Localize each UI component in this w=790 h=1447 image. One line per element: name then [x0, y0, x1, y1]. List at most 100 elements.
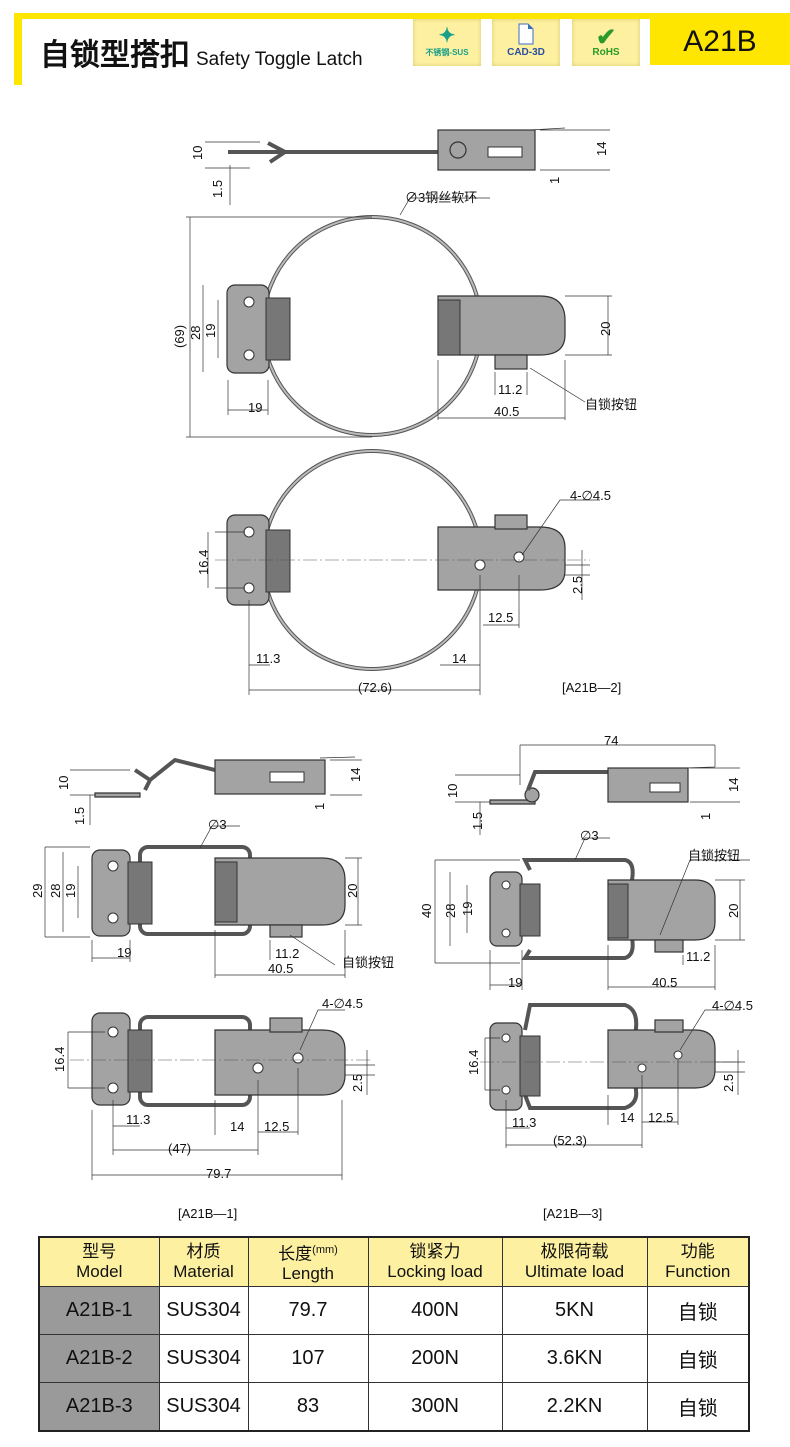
dim-label: 11.2 [275, 946, 299, 961]
title-cn: 自锁型搭扣 [40, 38, 190, 73]
self-lock-button-label: 自锁按钮 [342, 955, 394, 970]
badge-rohs: ✔RoHS [572, 19, 640, 66]
dim-label: 10 [56, 776, 71, 790]
title-en: Safety Toggle Latch [196, 49, 363, 70]
drawing-caption: [A21B—2] [562, 680, 621, 695]
dim-label: 14 [726, 778, 741, 792]
dim-label: (47) [168, 1141, 191, 1156]
dim-label: 1.5 [470, 812, 485, 830]
dim-label: 40.5 [494, 404, 519, 419]
dim-label: 20 [345, 884, 360, 898]
dim-label: (52.3) [553, 1133, 587, 1148]
cell-locking-load: 300N [367, 1382, 503, 1432]
badge-label: CAD-3D [507, 47, 545, 58]
technical-drawings: 10 1.5 14 1 ∅3钢丝软环 (69) 28 19 19 11.2 40… [30, 127, 753, 1221]
dim-label: 2.5 [570, 576, 585, 594]
dim-label: 16.4 [466, 1050, 481, 1075]
cell-function: 自锁 [646, 1382, 750, 1432]
dim-label: 4-∅4.5 [570, 488, 611, 503]
dim-label: 14 [620, 1110, 634, 1125]
dim-label: 16.4 [196, 550, 211, 575]
dim-label: 20 [726, 904, 741, 918]
dim-label: 4-∅4.5 [712, 998, 753, 1013]
dim-label: 40.5 [652, 975, 677, 990]
dim-label: 1 [312, 803, 327, 810]
sparkle-icon: ✦ [438, 25, 456, 47]
dim-label: 19 [203, 324, 218, 338]
cell-function: 自锁 [646, 1286, 750, 1335]
header-top-bar [14, 13, 790, 19]
cell-model: A21B-3 [38, 1382, 160, 1432]
a21b2-side-view: 10 1.5 14 1 [190, 127, 610, 205]
a21b1-side-view: 10 1.5 14 1 [56, 756, 363, 825]
dim-label: (69) [172, 325, 187, 348]
dim-label: 79.7 [206, 1166, 231, 1181]
dim-label: ∅3 [580, 828, 599, 843]
cell-material: SUS304 [158, 1382, 249, 1432]
dim-label: 12.5 [488, 610, 513, 625]
dim-label: 1 [698, 813, 713, 820]
a21b3-side-view: 74 10 1.5 14 1 [445, 733, 741, 835]
dim-label: 1 [547, 177, 562, 184]
dim-label: 10 [445, 784, 460, 798]
dim-label: 28 [443, 904, 458, 918]
dim-label: 19 [460, 902, 475, 916]
dim-label: ∅3 [208, 817, 227, 832]
dim-label: 11.2 [686, 949, 710, 964]
dim-label: 1.5 [210, 180, 225, 198]
dim-label: 40 [419, 904, 434, 918]
cell-material: SUS304 [158, 1286, 249, 1335]
a21b3-bottom-view: 16.4 4-∅4.5 2.5 11.3 14 12.5 (52.3) [A21… [466, 998, 753, 1221]
a21b3-top-view: ∅3 自锁按钮 40 28 19 20 19 11.2 40.5 [419, 828, 750, 990]
cell-ultimate-load: 3.6KN [501, 1334, 648, 1383]
dim-label: 19 [117, 945, 131, 960]
dim-label: 14 [230, 1119, 244, 1134]
page-title: 自锁型搭扣 Safety Toggle Latch [40, 30, 363, 74]
drawing-caption: [A21B—3] [543, 1206, 602, 1221]
wire-ring-label: ∅3钢丝软环 [405, 190, 477, 205]
dim-label: 40.5 [268, 961, 293, 976]
a21b2-bottom-view: 16.4 4-∅4.5 2.5 12.5 11.3 14 (72.6) [A21… [196, 449, 621, 695]
badge-stainless: ✦不锈钢-SUS [413, 19, 481, 66]
cell-locking-load: 400N [367, 1286, 503, 1335]
dim-label: 12.5 [648, 1110, 673, 1125]
dim-label: 11.3 [126, 1112, 150, 1127]
dim-label: 11.3 [256, 651, 280, 666]
dim-label: 11.2 [498, 382, 522, 397]
header-length: 长度(mm)Length [247, 1236, 369, 1287]
dim-label: 28 [48, 884, 63, 898]
badge-cad: CAD-3D [492, 19, 560, 66]
cell-length: 79.7 [247, 1286, 369, 1335]
a21b1-top-view: ∅3 29 28 19 20 19 11.2 40.5 自锁按钮 [30, 817, 394, 978]
drawing-caption: [A21B—1] [178, 1206, 237, 1221]
header-left-bar [14, 13, 22, 85]
dim-label: 10 [190, 146, 205, 160]
dim-label: 14 [594, 142, 609, 156]
cell-model: A21B-2 [38, 1334, 160, 1383]
dim-label: 19 [248, 400, 262, 415]
dim-label: 14 [452, 651, 466, 666]
dim-label: 19 [63, 884, 78, 898]
dim-label: 4-∅4.5 [322, 996, 363, 1011]
cell-function: 自锁 [646, 1334, 750, 1383]
cell-length: 107 [247, 1334, 369, 1383]
badge-label: 不锈钢-SUS [425, 48, 469, 57]
model-code: A21B [650, 19, 790, 65]
dim-label: 14 [348, 768, 363, 782]
a21b2-top-view: ∅3钢丝软环 (69) 28 19 19 11.2 40.5 20 自锁按钮 [172, 190, 637, 438]
cell-ultimate-load: 2.2KN [501, 1382, 648, 1432]
cell-model: A21B-1 [38, 1286, 160, 1335]
a21b1-bottom-view: 16.4 4-∅4.5 2.5 11.3 14 12.5 (47) 79.7 [… [52, 996, 375, 1221]
dim-label: 20 [598, 322, 613, 336]
dim-label: 29 [30, 884, 45, 898]
dim-label: 2.5 [350, 1074, 365, 1092]
dim-label: 19 [508, 975, 522, 990]
dim-label: 12.5 [264, 1119, 289, 1134]
